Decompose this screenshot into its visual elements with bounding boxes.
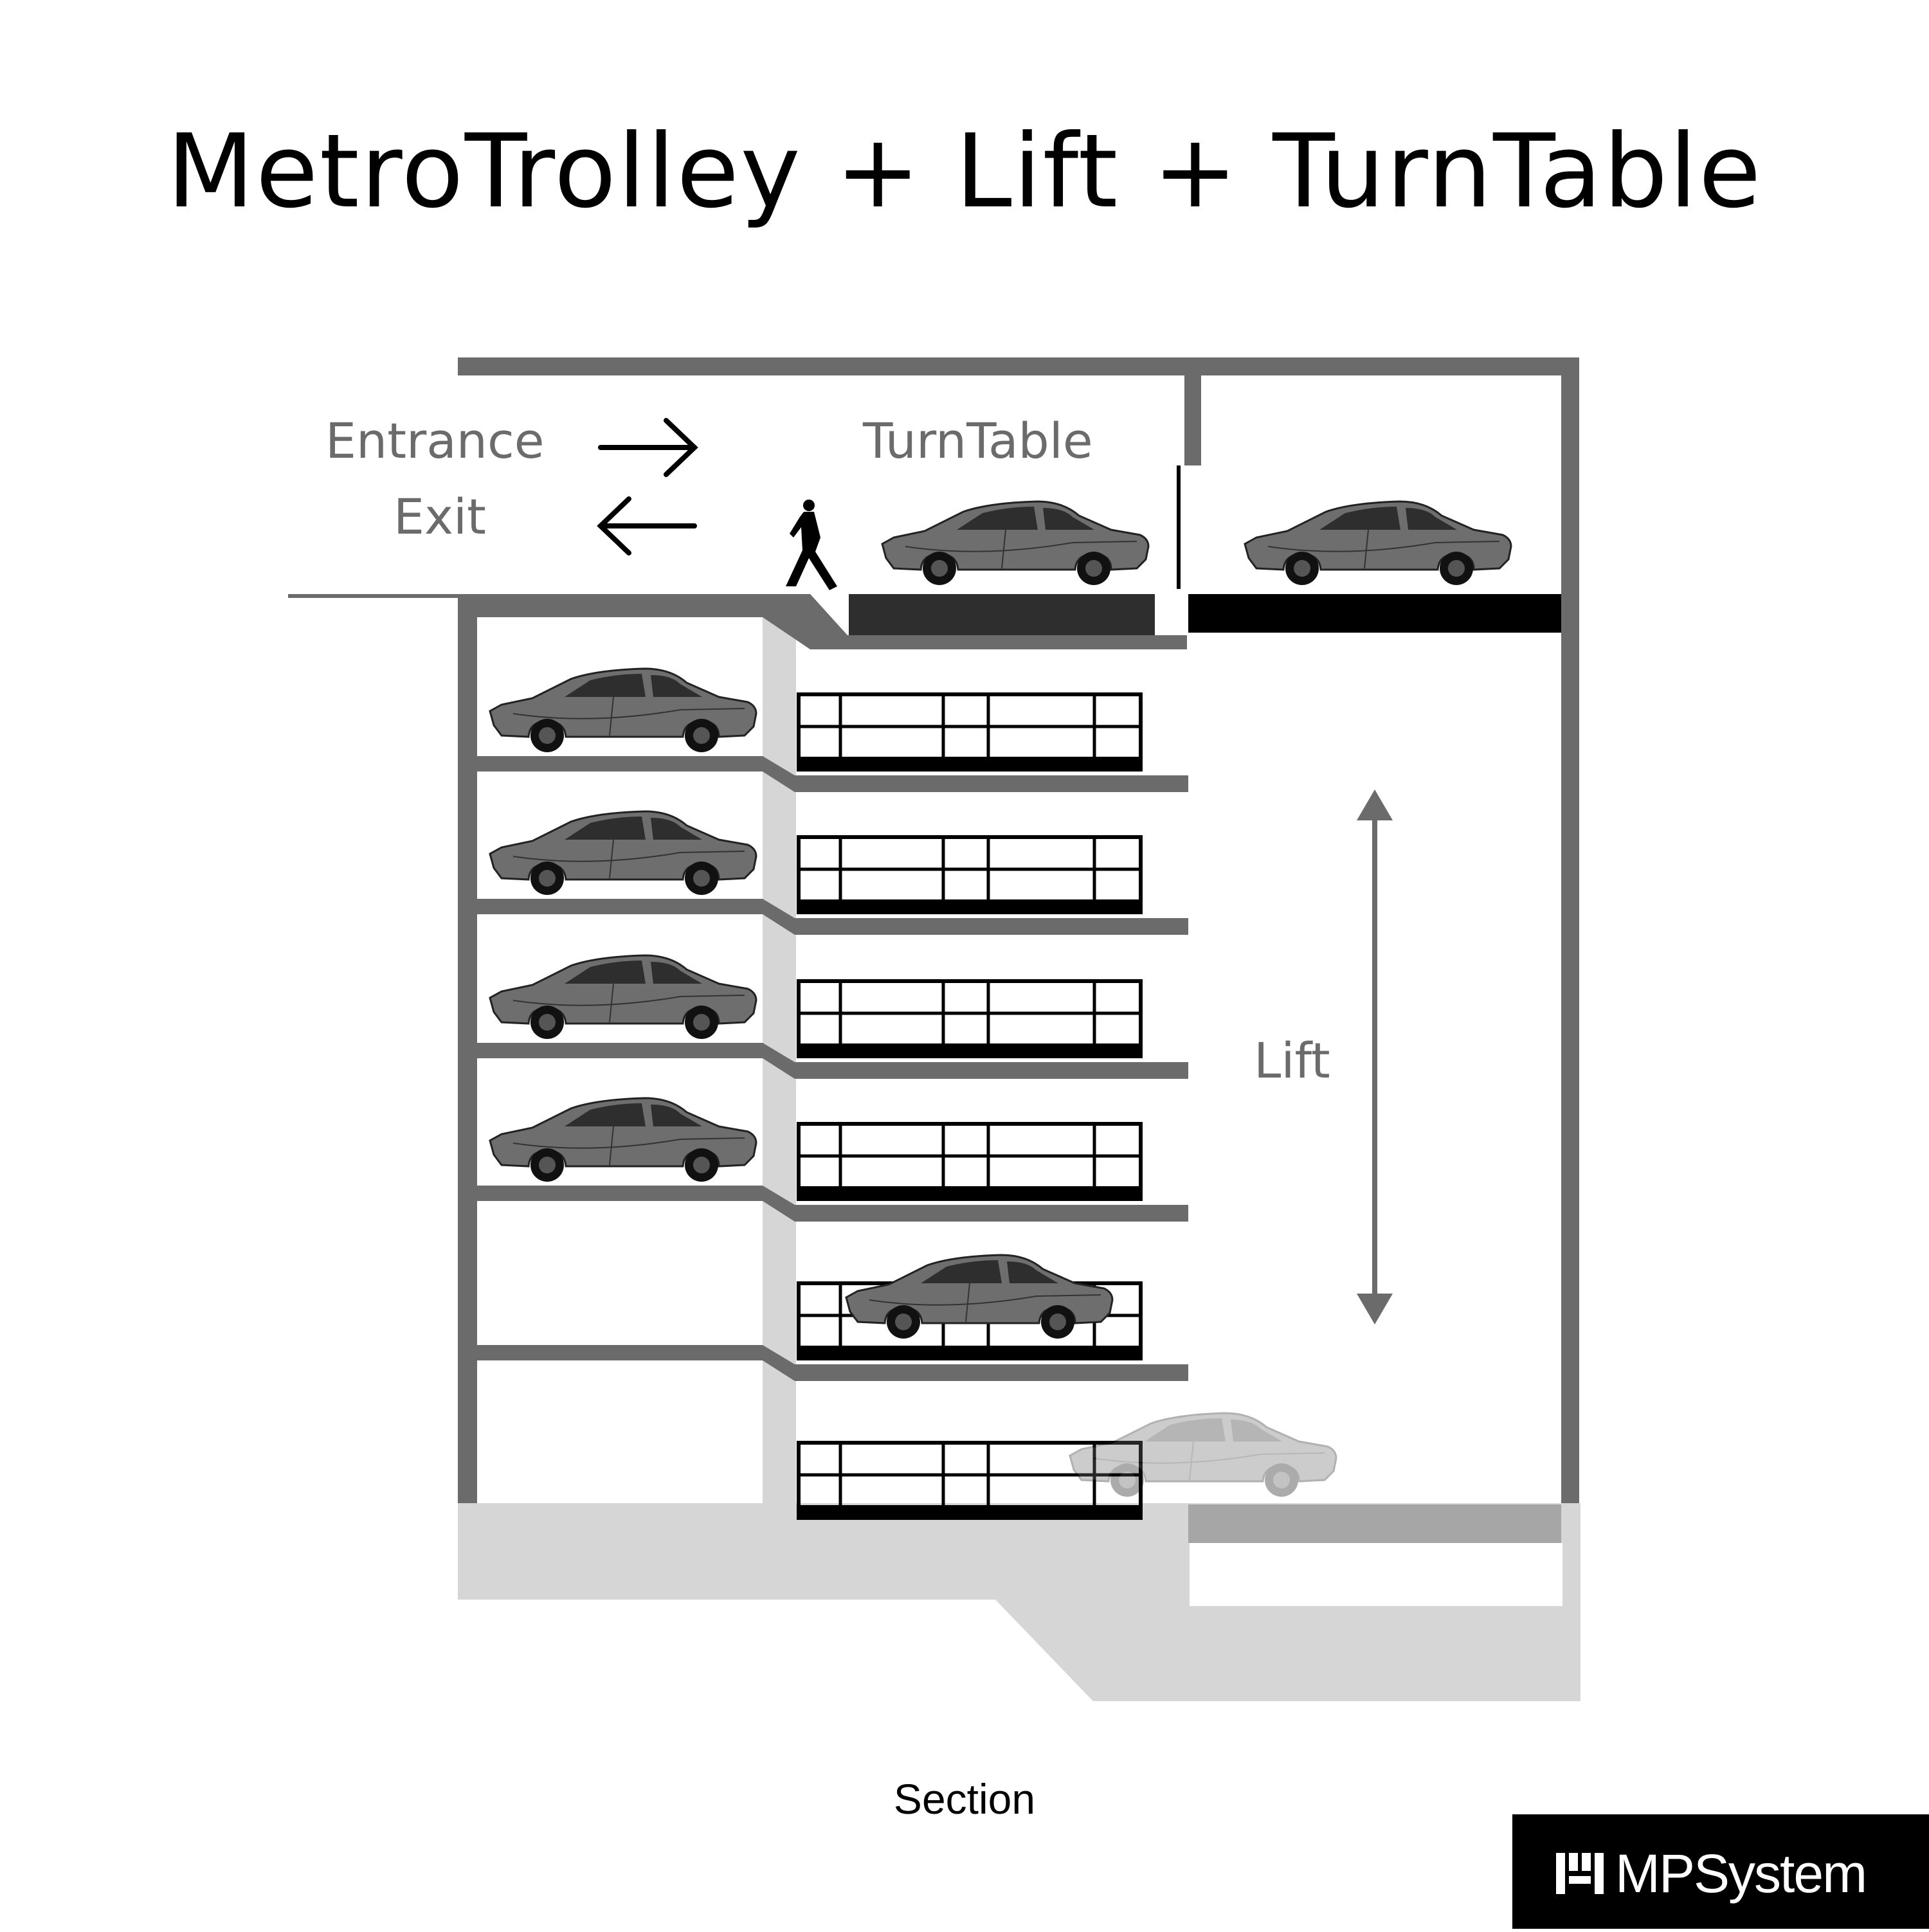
parked-car bbox=[489, 954, 757, 1040]
lift-label: Lift bbox=[1254, 1032, 1330, 1089]
trolley bbox=[797, 981, 1143, 1058]
entrance-arrow-icon bbox=[598, 418, 698, 477]
section-caption: Section bbox=[893, 1775, 1036, 1823]
exit-label: Exit bbox=[394, 488, 486, 545]
person-icon bbox=[786, 500, 837, 590]
entrance-label: Entrance bbox=[325, 412, 545, 469]
parked-car bbox=[489, 810, 757, 896]
turntable-label: TurnTable bbox=[862, 412, 1093, 469]
brand-badge: MPSystem bbox=[1512, 1814, 1929, 1929]
lift-platform bbox=[1188, 594, 1561, 633]
trolley bbox=[797, 694, 1143, 772]
structure bbox=[288, 357, 1579, 1503]
lift-arrow-icon bbox=[1357, 790, 1393, 1324]
trolley bbox=[797, 1124, 1143, 1201]
ghost-car-moving bbox=[1069, 1412, 1337, 1498]
page-title: MetroTrolley + Lift + TurnTable bbox=[167, 113, 1762, 231]
parked-car bbox=[489, 1097, 757, 1183]
mpsystem-logo-icon bbox=[1556, 1853, 1604, 1894]
car-on-lift bbox=[1244, 500, 1512, 586]
parked-car bbox=[489, 667, 757, 754]
trolleys bbox=[797, 694, 1143, 1520]
exit-arrow-icon bbox=[597, 496, 697, 555]
trolley bbox=[797, 837, 1143, 914]
turntable-platform bbox=[849, 594, 1155, 635]
brand-name: MPSystem bbox=[1615, 1843, 1867, 1904]
car-on-trolley bbox=[845, 1254, 1114, 1340]
car-on-turntable bbox=[881, 500, 1150, 586]
